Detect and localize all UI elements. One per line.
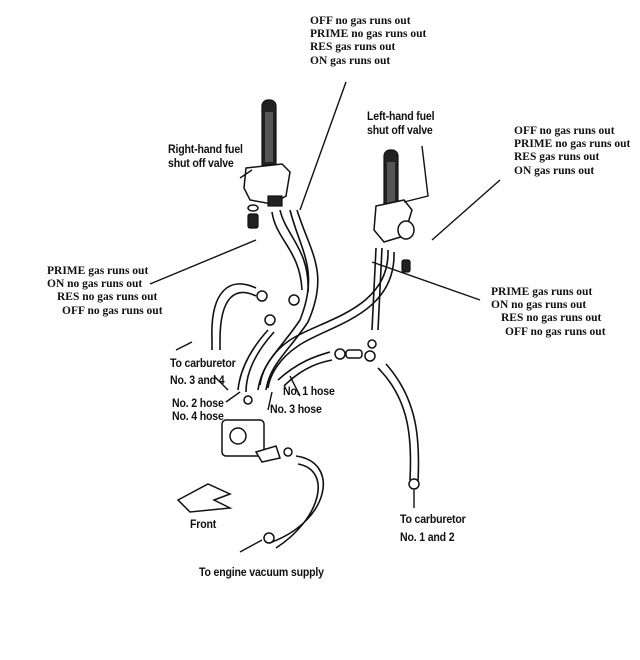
- annotation-line: ON no gas runs out: [47, 278, 143, 291]
- clips: [243, 290, 420, 544]
- annotation-line: PRIME no gas runs out: [310, 28, 427, 41]
- leader-left-middle: [149, 239, 257, 285]
- annotation-line: RES no gas runs out: [57, 291, 158, 304]
- annotation-right-lower: PRIME gas runs out ON no gas runs out RE…: [491, 286, 606, 339]
- annotation-top-center: OFF no gas runs out PRIME no gas runs ou…: [310, 15, 426, 68]
- annotation-line: RES gas runs out: [310, 41, 396, 54]
- leader-vacuum: [239, 539, 263, 553]
- hose-to-carb-34: [211, 283, 257, 350]
- fuel-pump-bracket: [254, 445, 281, 463]
- leader-lines: [149, 81, 501, 553]
- clip: [256, 290, 268, 302]
- clip: [264, 314, 276, 326]
- leader-hose-3: [267, 391, 273, 411]
- label-to-carb-34: To carburetor No. 3 and 4: [170, 355, 236, 390]
- label-line: No. 1 and 2: [400, 530, 455, 544]
- annotation-line: ON no gas runs out: [491, 299, 587, 312]
- fuel-pump-diaphragm: [229, 427, 247, 445]
- hose-to-carb-12: [377, 363, 420, 483]
- clip: [288, 294, 300, 306]
- annotation-line: OFF no gas runs out: [514, 125, 615, 137]
- label-hose-2: No. 2 hose: [172, 396, 224, 410]
- label-right-valve: Right-hand fuel shut off valve: [168, 142, 243, 171]
- right-valve-outlet: [267, 195, 283, 207]
- left-valve-drawing: [373, 149, 415, 273]
- label-line: Right-hand fuel: [168, 142, 243, 156]
- clip: [367, 339, 377, 349]
- right-valve-bolt: [247, 213, 259, 229]
- label-vacuum-supply: To engine vacuum supply: [199, 565, 324, 579]
- t-fitting: [345, 349, 363, 359]
- annotation-right-upper: OFF no gas runs out PRIME no gas runs ou…: [514, 125, 630, 178]
- right-valve-washer: [247, 204, 259, 212]
- label-line: To carburetor: [400, 512, 466, 526]
- label-left-valve: Left-hand fuel shut off valve: [367, 109, 435, 138]
- label-to-carb-12: To carburetor No. 1 and 2: [400, 510, 466, 546]
- clip: [408, 478, 420, 490]
- annotation-line: OFF no gas runs out: [505, 325, 606, 338]
- clip: [364, 350, 376, 362]
- right-valve-lever-grip: [265, 112, 273, 162]
- label-hose-1: No. 1 hose: [283, 384, 335, 398]
- annotation-line: RES no gas runs out: [501, 312, 602, 325]
- clip: [334, 348, 346, 360]
- annotation-line: OFF no gas runs out: [62, 304, 163, 317]
- label-hose-4: No. 4 hose: [172, 409, 224, 423]
- leader-hose-2: [213, 375, 229, 391]
- label-hose-3: No. 3 hose: [270, 402, 322, 416]
- fuel-pump-drawing: [221, 419, 281, 463]
- clip: [263, 532, 275, 544]
- hose-vacuum: [271, 455, 324, 549]
- clip: [283, 447, 293, 457]
- hose-no2-no4: [237, 329, 275, 393]
- leader-hose-1: [289, 375, 301, 397]
- annotation-line: PRIME gas runs out: [47, 265, 149, 277]
- annotation-line: OFF no gas runs out: [310, 15, 411, 27]
- label-line: Left-hand fuel: [367, 109, 435, 123]
- leader-right-upper: [431, 179, 501, 241]
- label-line: shut off valve: [168, 155, 234, 170]
- annotation-line: PRIME no gas runs out: [514, 138, 631, 151]
- label-front: Front: [190, 517, 217, 531]
- annotation-line: RES gas runs out: [514, 151, 600, 164]
- leader-hose-4: [225, 391, 241, 403]
- leader-top-center: [299, 81, 347, 211]
- annotation-line: PRIME gas runs out: [491, 286, 593, 298]
- leader-left-valve: [403, 145, 429, 203]
- leader-right-valve: [239, 169, 253, 179]
- hose-no1: [277, 351, 333, 387]
- label-line: To carburetor: [170, 356, 236, 370]
- annotation-line: ON gas runs out: [514, 164, 595, 177]
- left-valve-cap: [397, 220, 415, 240]
- front-arrow-icon: [176, 483, 233, 513]
- hose-left-valve-b: [259, 249, 395, 389]
- leader-right-lower: [371, 261, 481, 301]
- clip: [243, 395, 253, 405]
- leader-carb-34: [175, 341, 193, 351]
- label-line: shut off valve: [367, 122, 433, 137]
- left-valve-bolt: [401, 259, 411, 273]
- hose-left-valve-down: [371, 247, 383, 331]
- label-line: No. 3 and 4: [170, 373, 225, 388]
- hoses: [211, 209, 420, 549]
- right-valve-drawing: [243, 99, 291, 229]
- hose-right-valve-b: [257, 209, 319, 391]
- annotation-left-middle: PRIME gas runs out ON no gas runs out RE…: [47, 265, 163, 318]
- annotation-line: ON gas runs out: [310, 54, 391, 67]
- left-valve-lever-grip: [387, 162, 395, 206]
